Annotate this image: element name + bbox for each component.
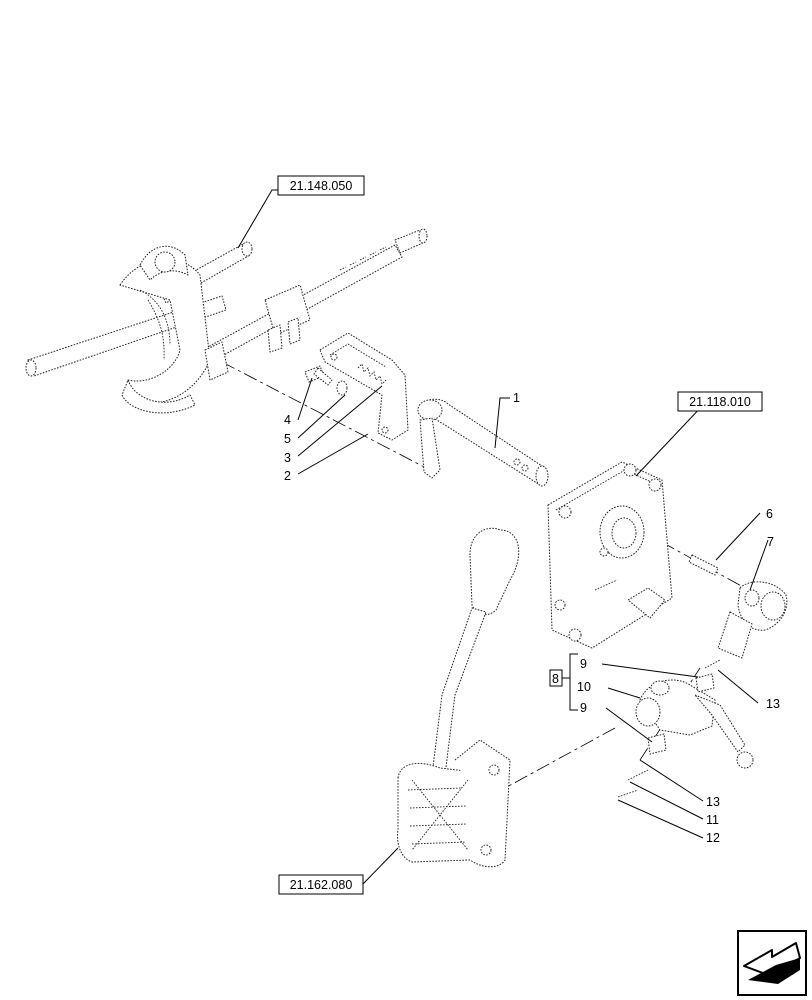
callout-7: 7 xyxy=(767,535,774,549)
callout-11: 11 xyxy=(706,813,719,827)
callout-8-box xyxy=(549,669,563,687)
reference-label: 21.162.080 xyxy=(290,878,353,892)
callout-8: 8 xyxy=(552,672,559,686)
callout-5: 5 xyxy=(284,432,291,446)
reference-box-shift-rails[interactable]: 21.148.050 xyxy=(277,175,365,196)
callout-numbers: 1 2 3 4 5 6 7 8 9 10 9 13 13 11 12 xyxy=(284,391,780,845)
callout-2: 2 xyxy=(284,469,291,483)
selector-shaft xyxy=(417,398,549,487)
callout-13-upper: 13 xyxy=(766,697,780,711)
callout-6: 6 xyxy=(766,507,773,521)
lever-joint xyxy=(617,659,754,798)
callout-3: 3 xyxy=(284,451,291,465)
callout-13-lower: 13 xyxy=(706,795,720,809)
callout-10: 10 xyxy=(577,680,591,694)
callout-4: 4 xyxy=(284,413,291,427)
gear-lever xyxy=(397,527,520,868)
shift-rail-assembly xyxy=(25,228,428,414)
callout-9-lower: 9 xyxy=(580,701,587,715)
reference-label: 21.118.010 xyxy=(689,395,751,409)
callout-1: 1 xyxy=(513,391,520,405)
reference-box-lever-housing[interactable]: 21.162.080 xyxy=(278,874,364,895)
pin-and-socket xyxy=(688,554,788,659)
cover-plate xyxy=(547,461,673,649)
callout-9-upper: 9 xyxy=(580,657,587,671)
bracket-assembly xyxy=(304,332,409,441)
reference-label: 21.148.050 xyxy=(290,179,353,193)
callout-12: 12 xyxy=(706,831,720,845)
arrow-icon[interactable] xyxy=(737,930,807,996)
reference-box-cover-plate[interactable]: 21.118.010 xyxy=(677,391,763,412)
